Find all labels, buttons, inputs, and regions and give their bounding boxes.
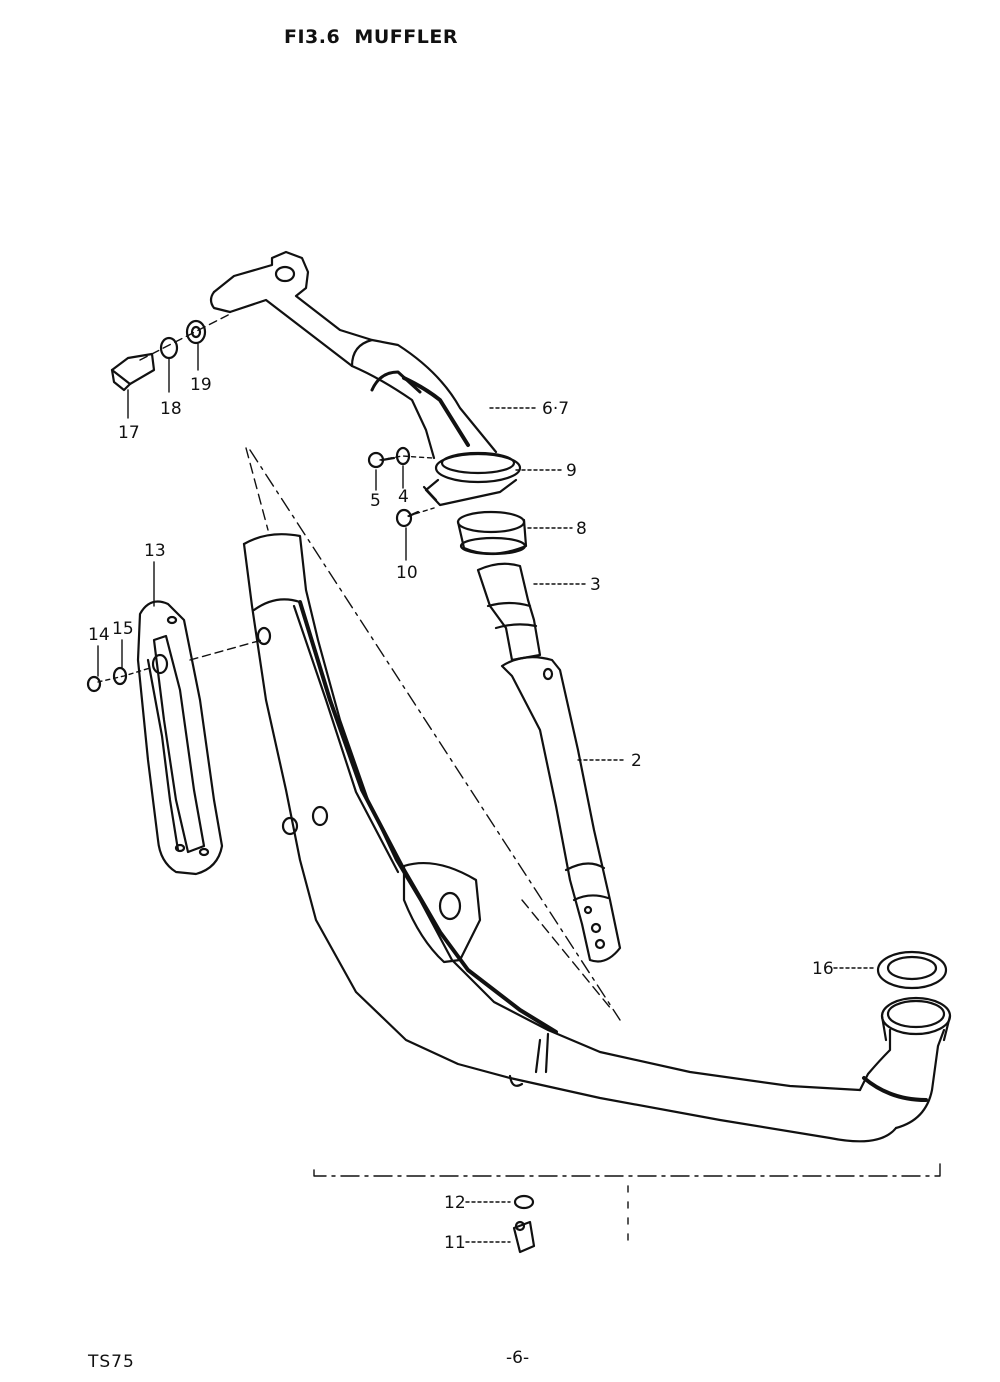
gasket-ring xyxy=(456,510,528,556)
footer-page-number: -6- xyxy=(506,1348,530,1368)
silencer-baffle xyxy=(500,655,622,963)
callout-3: 3 xyxy=(590,575,601,595)
callout-17: 17 xyxy=(118,423,140,443)
pipe-clamp xyxy=(422,451,522,507)
callout-9: 9 xyxy=(566,461,577,481)
callout-11: 11 xyxy=(444,1233,466,1253)
outlet-gasket xyxy=(876,950,948,990)
footer-model-code: TS75 xyxy=(88,1352,135,1372)
muffler-body xyxy=(242,533,898,1143)
callout-19: 19 xyxy=(190,375,212,395)
callout-4: 4 xyxy=(398,487,409,507)
callout-14: 14 xyxy=(88,625,110,645)
callout-12: 12 xyxy=(444,1193,466,1213)
callout-8: 8 xyxy=(576,519,587,539)
callout-16: 16 xyxy=(812,959,834,979)
callout-5: 5 xyxy=(370,491,381,511)
leader-lines xyxy=(97,313,941,1245)
callout-labels: 6·7 9 8 3 2 16 5 4 10 17 18 19 13 14 15 … xyxy=(88,375,834,1253)
callout-10: 10 xyxy=(396,563,418,583)
callout-18: 18 xyxy=(160,399,182,419)
pipe-outlet xyxy=(858,996,952,1130)
hardware-bolts xyxy=(86,319,536,1254)
connector-pipe xyxy=(476,562,542,662)
callout-15: 15 xyxy=(112,619,134,639)
callout-2: 2 xyxy=(631,751,642,771)
callout-6-7: 6·7 xyxy=(542,399,569,419)
callout-13: 13 xyxy=(144,541,166,561)
exhaust-pipe-upper xyxy=(209,250,498,460)
figure-title: FI3.6 MUFFLER xyxy=(284,26,458,48)
heat-shield xyxy=(136,600,224,876)
